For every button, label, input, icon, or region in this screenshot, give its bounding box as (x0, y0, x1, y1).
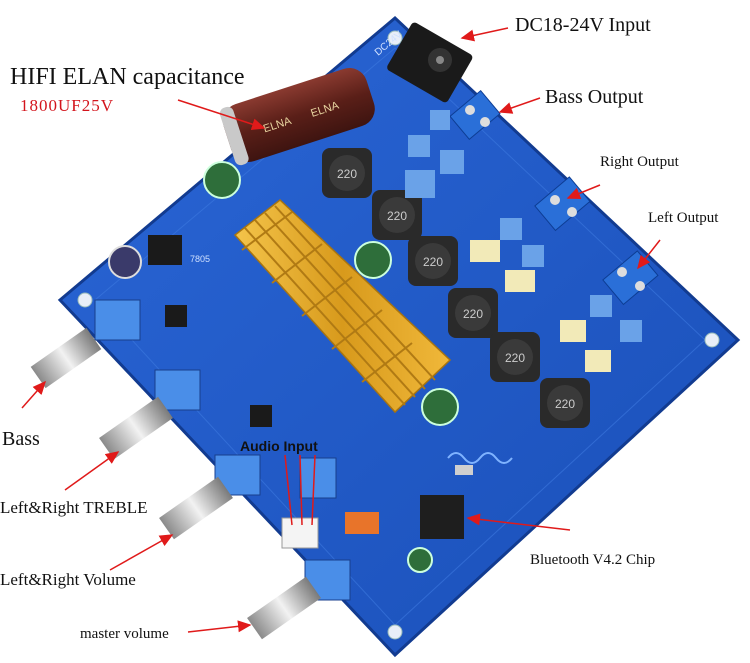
label-audio-input: Audio Input (240, 438, 318, 454)
main-capacitor: ELNA ELNA (219, 67, 375, 166)
label-bluetooth-chip: Bluetooth V4.2 Chip (530, 552, 656, 568)
inductor-marking: 220 (463, 307, 483, 321)
bluetooth-antenna (447, 452, 513, 464)
inductor: 220 (372, 190, 422, 240)
bluetooth-chip (420, 495, 464, 539)
label-right-output: Right Output (600, 154, 679, 170)
label-capacitor-spec: 1800UF25V (20, 96, 115, 115)
label-treble: Left&Right TREBLE (0, 498, 148, 517)
annotation-arrows (21, 27, 661, 633)
film-capacitors (405, 110, 642, 372)
label-capacitor-title: HIFI ELAN capacitance (10, 64, 245, 90)
treble-pot (99, 369, 201, 460)
heatsink (233, 199, 452, 414)
inductor-marking: 220 (555, 397, 575, 411)
label-left-output: Left Output (648, 210, 719, 226)
inductor-group: 220 220 220 220 220 220 (322, 148, 590, 428)
small-capacitors (108, 161, 459, 573)
label-dc-input: DC18-24V Input (515, 14, 651, 36)
master-pot (247, 559, 351, 640)
inductor-marking: 220 (337, 167, 357, 181)
volume-pot (159, 454, 261, 540)
inductor-marking: 220 (505, 351, 525, 365)
inductor-marking: 220 (387, 209, 407, 223)
inductor: 220 (322, 148, 372, 198)
inductor: 220 (408, 236, 458, 286)
regulator-marking: 7805 (190, 254, 210, 264)
inductor: 220 (540, 378, 590, 428)
label-master-volume: master volume (80, 626, 169, 642)
label-bass-output: Bass Output (545, 86, 644, 108)
potentiometers (30, 299, 351, 640)
voltage-regulator: 7805 (148, 235, 210, 265)
inductor: 220 (490, 332, 540, 382)
chips (165, 305, 473, 539)
inductor: 220 (448, 288, 498, 338)
inductor-marking: 220 (423, 255, 443, 269)
label-volume: Left&Right Volume (0, 570, 136, 589)
label-bass: Bass (2, 428, 40, 450)
bass-pot (30, 299, 141, 389)
